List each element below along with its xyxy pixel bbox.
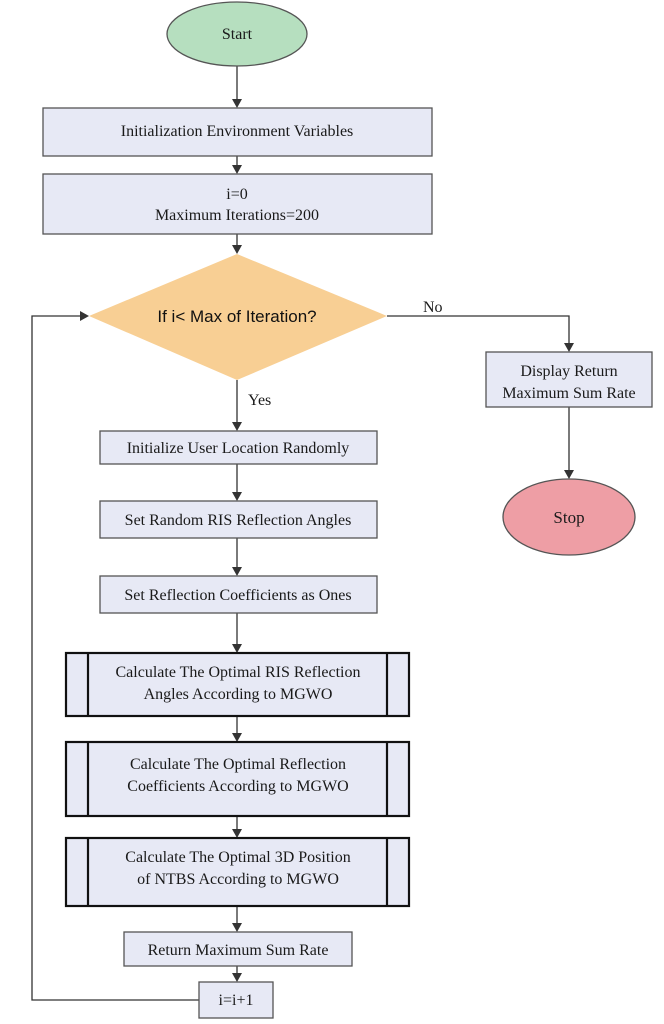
init-environment-box: Initialization Environment Variables: [42, 107, 433, 157]
init-counter-line2: Maximum Iterations=200: [155, 207, 319, 224]
decision-label: If i< Max of Iteration?: [157, 307, 316, 326]
display-return-line2: Maximum Sum Rate: [502, 385, 635, 402]
optimal-coefficients-process: Calculate The Optimal Reflection Coeffic…: [64, 740, 411, 818]
yes-label: Yes: [248, 392, 271, 409]
decision-node: If i< Max of Iteration?: [89, 254, 387, 380]
start-label: Start: [222, 26, 253, 43]
start-node: Start: [166, 1, 308, 67]
random-angles-label: Set Random RIS Reflection Angles: [125, 512, 352, 529]
random-angles-box: Set Random RIS Reflection Angles: [99, 500, 378, 539]
init-counter-box: i=0 Maximum Iterations=200: [42, 173, 433, 235]
stop-node: Stop: [502, 478, 636, 556]
optimal-angles-line2: Angles According to MGWO: [144, 686, 333, 703]
optimal-coefficients-line2: Coefficients According to MGWO: [127, 778, 348, 795]
connectors: [31, 66, 574, 1001]
user-location-label: Initialize User Location Randomly: [127, 440, 350, 457]
optimal-angles-process: Calculate The Optimal RIS Reflection Ang…: [64, 651, 411, 718]
init-counter-line1: i=0: [226, 186, 247, 203]
stop-label: Stop: [553, 508, 584, 527]
increment-label: i=i+1: [219, 992, 254, 1009]
return-rate-label: Return Maximum Sum Rate: [148, 942, 329, 959]
optimal-coefficients-line1: Calculate The Optimal Reflection: [130, 756, 346, 773]
return-rate-box: Return Maximum Sum Rate: [123, 931, 353, 967]
increment-box: i=i+1: [198, 981, 274, 1019]
coefficients-box: Set Reflection Coefficients as Ones: [99, 575, 378, 614]
optimal-position-line2: of NTBS According to MGWO: [137, 871, 339, 888]
coefficients-label: Set Reflection Coefficients as Ones: [124, 587, 351, 604]
optimal-angles-line1: Calculate The Optimal RIS Reflection: [116, 664, 361, 681]
optimal-position-process: Calculate The Optimal 3D Position of NTB…: [64, 836, 411, 908]
optimal-position-line1: Calculate The Optimal 3D Position: [125, 849, 350, 866]
display-return-box: Display Return Maximum Sum Rate: [485, 351, 653, 408]
display-return-line1: Display Return: [520, 363, 617, 380]
init-environment-label: Initialization Environment Variables: [121, 123, 354, 140]
user-location-box: Initialize User Location Randomly: [99, 430, 378, 465]
no-label: No: [423, 299, 443, 316]
